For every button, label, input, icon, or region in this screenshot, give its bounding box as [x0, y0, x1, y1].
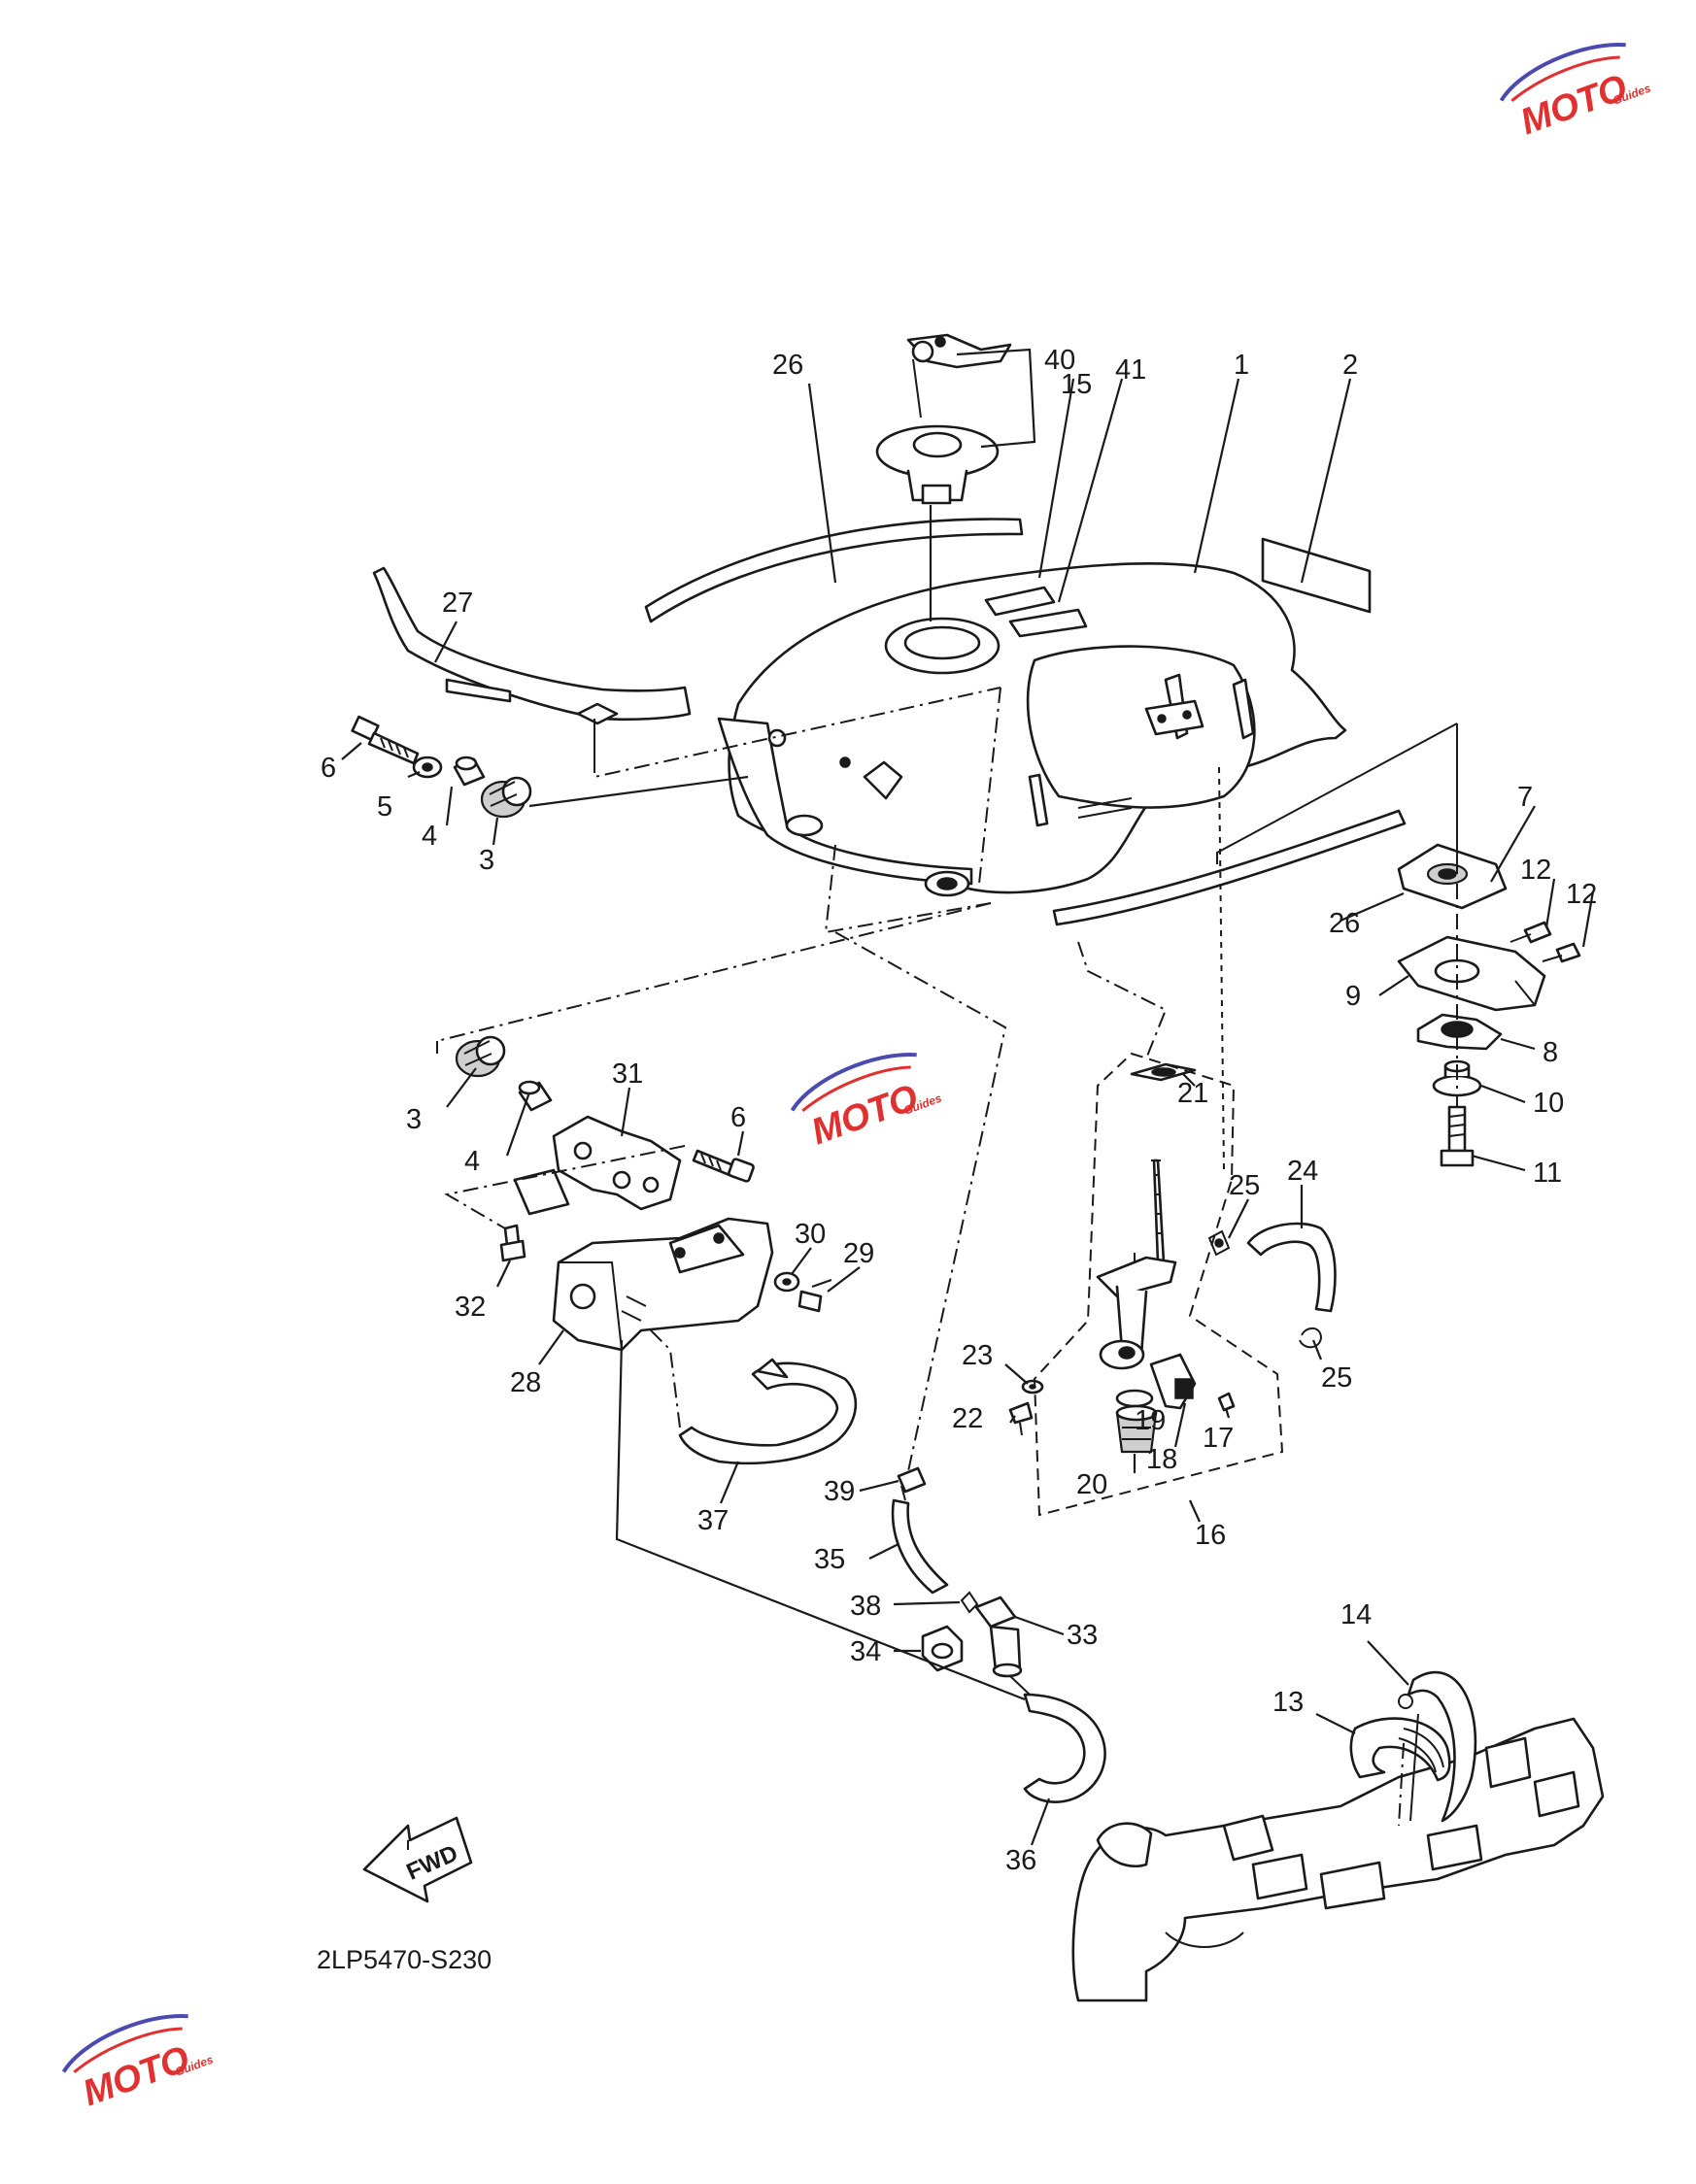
callout-26-top: 26	[772, 350, 803, 381]
callout-33: 33	[1067, 1620, 1098, 1651]
callout-30: 30	[795, 1219, 826, 1250]
callout-5: 5	[377, 791, 392, 823]
callout-19: 19	[1135, 1405, 1166, 1436]
bolt-12b	[1542, 942, 1581, 963]
callout-23: 23	[962, 1340, 993, 1371]
bolt-6-top	[351, 715, 420, 765]
callout-20: 20	[1076, 1469, 1107, 1500]
bracket-9	[1397, 935, 1546, 1012]
callout-10: 10	[1533, 1088, 1564, 1119]
callout-12b: 12	[1566, 879, 1597, 910]
callout-34: 34	[850, 1636, 881, 1667]
fuel-tank	[717, 562, 1347, 897]
hose-36	[1023, 1693, 1106, 1803]
callout-15: 15	[1061, 369, 1092, 400]
callout-9: 9	[1345, 981, 1361, 1012]
callout-22: 22	[952, 1403, 983, 1434]
callout-28: 28	[510, 1367, 541, 1398]
bolt-32	[499, 1224, 526, 1262]
mount-plate-7	[1397, 843, 1508, 910]
canister-bracket-31	[513, 1115, 682, 1216]
callout-24: 24	[1287, 1156, 1318, 1187]
callout-29: 29	[843, 1238, 874, 1269]
callout-2: 2	[1342, 350, 1358, 381]
lever-18	[1149, 1353, 1197, 1410]
bolt-12a	[1509, 921, 1552, 944]
clamp-39	[897, 1466, 927, 1501]
fuel-cock-body	[1096, 1256, 1177, 1370]
callout-labels: 15 26 40 41 1 2 27 6 5 4 3 7 12 12 26 9 …	[321, 345, 1597, 1876]
frame	[1071, 1717, 1605, 2002]
collar-4-left	[518, 1080, 553, 1112]
callout-4-top: 4	[422, 821, 437, 852]
grommet-3-top	[480, 776, 532, 819]
callout-36: 36	[1005, 1845, 1036, 1876]
callout-37: 37	[697, 1505, 729, 1536]
rear-bracket	[372, 566, 692, 722]
callout-4-left: 4	[464, 1146, 480, 1177]
callout-12a: 12	[1520, 855, 1551, 886]
gasket-strip-bottom	[1052, 809, 1407, 926]
damper-8	[1416, 1013, 1503, 1051]
callout-13: 13	[1272, 1687, 1304, 1718]
hose-24	[1246, 1222, 1337, 1313]
bolt-29	[797, 1279, 832, 1313]
fuel-cap-assembly	[875, 333, 1012, 505]
callout-6-left: 6	[730, 1102, 746, 1133]
clamp-25-bottom	[1299, 1327, 1323, 1349]
watermark-logo-bottom: MOTO Guides	[61, 2014, 216, 2114]
joint-33	[974, 1596, 1031, 1696]
callout-3-top: 3	[479, 845, 494, 876]
screw-17	[1217, 1392, 1236, 1412]
hose-37	[678, 1361, 858, 1465]
callout-40: 40	[1044, 345, 1075, 376]
callout-31: 31	[612, 1058, 643, 1090]
fwd-arrow: FWD	[362, 1816, 473, 1903]
washer-5-top	[412, 756, 443, 779]
seal-14	[1398, 1671, 1477, 1823]
clamp-25-top	[1207, 1229, 1231, 1257]
callout-8: 8	[1543, 1037, 1558, 1068]
callout-32: 32	[455, 1292, 486, 1323]
callout-1: 1	[1234, 350, 1249, 381]
bolt-6-left	[692, 1149, 755, 1183]
callout-39: 39	[824, 1476, 855, 1507]
washer-30	[773, 1271, 800, 1293]
callout-35: 35	[814, 1544, 845, 1575]
callout-38: 38	[850, 1591, 881, 1622]
watermark-logo-top: MOTO Guides	[1499, 43, 1653, 143]
callout-3-left: 3	[406, 1104, 422, 1135]
grommet-3-left	[455, 1035, 506, 1078]
charcoal-canister-28	[552, 1217, 774, 1352]
tank-decal	[1261, 537, 1372, 614]
callout-14: 14	[1340, 1599, 1372, 1630]
watermark-logo-middle: MOTO Guides	[790, 1053, 944, 1153]
callout-41: 41	[1115, 354, 1146, 386]
seal-13	[1349, 1717, 1451, 1782]
callout-16: 16	[1195, 1520, 1226, 1551]
diagram-code: 2LP5470-S230	[317, 1945, 492, 1974]
bolt-11	[1440, 1105, 1475, 1167]
o-ring-19	[1115, 1389, 1154, 1408]
cup-20	[1115, 1404, 1158, 1454]
clamp-34	[921, 1625, 964, 1672]
callout-25-bottom: 25	[1321, 1362, 1352, 1394]
callout-21: 21	[1177, 1078, 1208, 1109]
callout-17: 17	[1203, 1423, 1234, 1454]
gasket-strip-top	[644, 518, 1024, 623]
callout-27: 27	[442, 588, 473, 619]
clip-38	[960, 1591, 979, 1614]
callout-11: 11	[1533, 1158, 1562, 1189]
fuel-cock-pipe	[1151, 1159, 1166, 1264]
callout-6-top: 6	[321, 753, 336, 784]
callout-25-top: 25	[1229, 1170, 1260, 1201]
hose-35	[891, 1498, 949, 1595]
collar-4-top	[453, 756, 486, 787]
callout-18: 18	[1146, 1444, 1177, 1475]
callout-7: 7	[1517, 782, 1533, 813]
gasket-21	[1130, 1062, 1197, 1082]
callout-26-bottom: 26	[1329, 908, 1360, 939]
